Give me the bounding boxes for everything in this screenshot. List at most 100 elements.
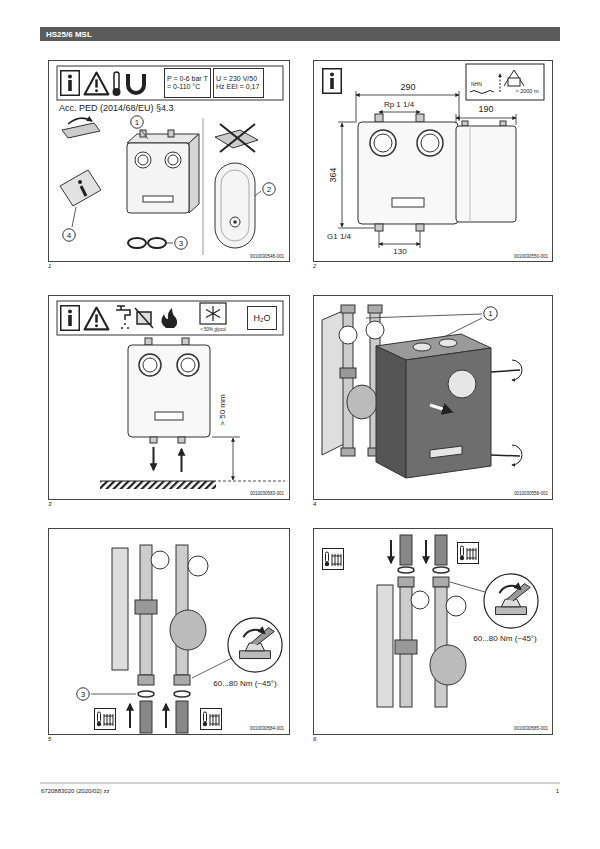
altitude-icon [500,74,501,92]
dimension-lines [379,244,420,245]
station-side-view [456,126,516,222]
station-sketch [143,196,173,202]
station-front-view [177,354,199,376]
info-icon [323,69,342,94]
station-front-view [416,114,424,122]
heating-icon [458,543,479,564]
remote-control [230,217,240,227]
warning-icon [85,73,109,95]
pump-group [174,691,190,697]
station-front-view [421,134,439,152]
glycol-note: < 50% glycol [199,327,227,332]
header-bar [40,27,560,41]
altitude-icon [466,64,544,100]
pump-group [170,610,206,650]
pump-group [188,556,208,576]
station-front-view [417,130,443,156]
figure-code: 0010030548-001 [249,254,285,259]
pump-group [192,658,232,678]
spec-box: U = 230 V/50 Hz EEI = 0,17 [213,68,264,98]
figure-panel: 1P = 0-6 bar T = 0-110 °CU = 230 V/50 Hz… [48,60,290,262]
station-sketch [141,130,148,139]
pump-group [341,448,355,456]
flame-icon [161,308,177,328]
station-side-view [500,121,506,126]
figure-number: 3 [48,501,51,508]
callout-circle: 1 [130,115,144,129]
callout-outline [175,237,188,250]
station-side-view [456,121,516,222]
dimension-label: 364 [328,166,338,183]
dimension-lines [233,438,234,480]
callout-number: 3 [81,690,85,699]
pump-group [91,694,136,695]
figure-number: 4 [313,501,316,508]
station-front-view [128,338,210,443]
insulation-shell [430,446,462,458]
torque-detail [228,618,282,672]
figure-number: 6 [313,736,316,743]
floor-hatching [100,481,216,489]
flow-arrows [181,449,183,472]
info-icon [61,71,80,96]
pump-group [433,567,449,573]
footer-rule [40,783,560,784]
info-icon [323,69,342,94]
figure-code: 0010030583-001 [249,491,285,496]
torque-label: 60...80 Nm (~45°) [212,679,277,688]
floor-hatching [100,481,216,482]
heating-icon [323,543,479,570]
magnet-icon [128,74,144,93]
dimension-label: > 50 mm [218,393,227,426]
callout-circle: 4 [62,228,76,242]
frost-icon [200,303,226,324]
water-tap-icon [122,323,128,329]
station-sketch [135,152,151,168]
symbol-strip [57,301,283,335]
pump-group [435,535,447,565]
dimension-lines [456,114,516,125]
callout-number: 1 [488,309,492,318]
pump-group [450,582,485,592]
station-side-view [470,126,471,222]
heating-icon [323,549,344,570]
warning-icon [85,308,109,330]
thread-label: Rp 1 1/4 [383,100,415,109]
pump-group [411,591,429,609]
floor-hatching [100,481,216,489]
magnet-icon [128,74,144,93]
torque-detail [484,574,538,628]
pump-group [430,645,466,685]
divider-line [203,118,204,255]
symbol-strip [57,66,283,100]
pump-group [151,551,169,569]
sealing-rings [148,238,166,248]
station-front-view [139,354,161,376]
pump-group [91,545,232,733]
pump-group [138,691,154,697]
dimension-label: 190 [477,104,494,114]
thermometer-icon [114,72,119,90]
dimension-lines [456,118,516,119]
pump-group [377,585,393,707]
altitude-icon [466,64,544,100]
station-sketch [127,134,199,143]
frost-icon [206,306,220,321]
station-front-view [182,338,189,345]
callout-number: 3 [179,239,183,248]
manual-icon [81,186,86,196]
station-front-view [392,198,424,207]
station-sketch [168,130,174,137]
header-bar [40,27,560,41]
fixing-screws [491,360,522,465]
dimension-label: 290 [399,82,416,92]
station-front-view [358,122,458,224]
manual-icon [60,170,101,227]
pump-group [112,548,128,670]
torque-detail [228,618,282,672]
station-sketch [138,155,148,165]
figure-code: 0010030584-001 [249,726,285,731]
dimension-lines [342,123,343,227]
standard-note: Acc. PED (2014/68/EU) §4.3 [58,103,175,113]
water-tap-icon [116,310,130,320]
